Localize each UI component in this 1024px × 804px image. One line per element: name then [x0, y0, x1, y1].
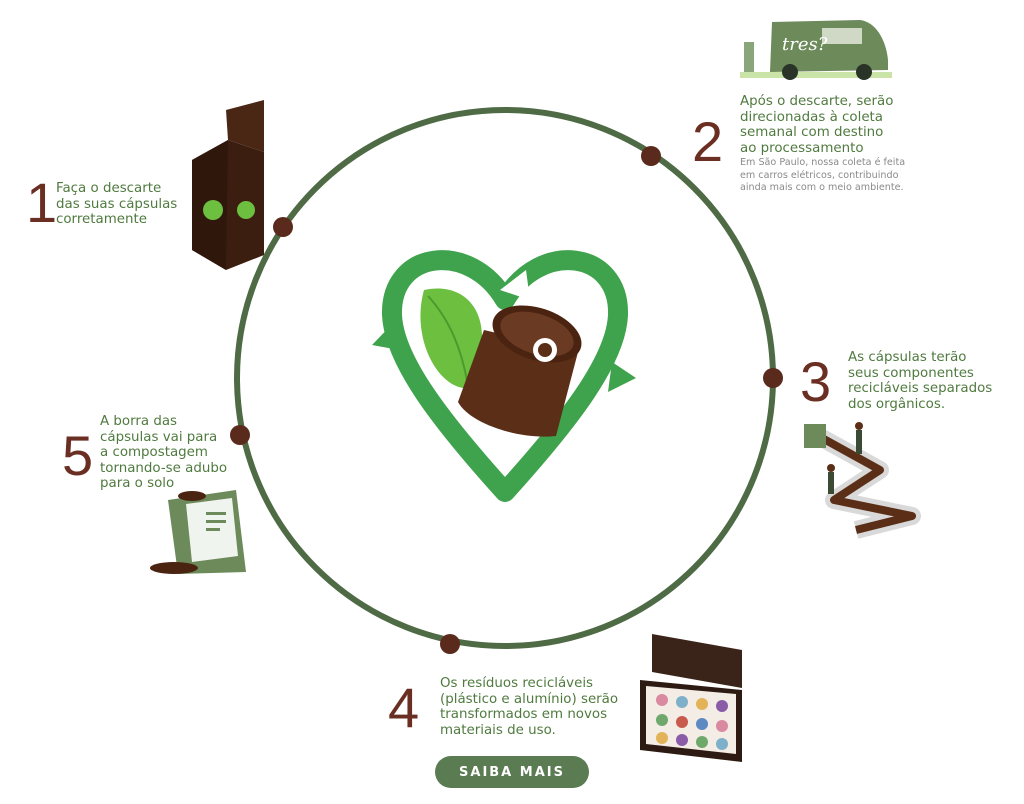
step-3-number: 3	[800, 350, 832, 413]
van-logo-text: tres?	[782, 34, 828, 55]
saiba-mais-button[interactable]: SAIBA MAIS	[435, 756, 589, 788]
step-4-number: 4	[388, 676, 420, 739]
capsule-product-box-image	[640, 634, 742, 762]
step-1-number: 1	[26, 171, 58, 234]
heart-recycle-icon	[372, 250, 636, 502]
disposal-box-image	[192, 100, 264, 270]
electric-van-image: tres?	[740, 20, 892, 80]
step-2-note: Em São Paulo, nossa coleta é feita em ca…	[740, 157, 906, 193]
compost-bag-image	[150, 490, 246, 574]
step-2-number: 2	[692, 110, 724, 173]
step-5-number: 5	[62, 424, 94, 487]
step-4-dot	[440, 634, 460, 654]
step-4-text: Os resíduos recicláveis (plástico e alum…	[440, 676, 619, 738]
leaf-icon	[420, 288, 483, 389]
step-5-dot	[230, 425, 250, 445]
step-3-dot	[763, 368, 783, 388]
coffee-capsule-icon	[458, 305, 582, 437]
step-1-text: Faça o descarte das suas cápsulas corret…	[56, 181, 178, 228]
step-2-dot	[641, 146, 661, 166]
conveyor-belt-image	[804, 422, 921, 539]
step-5-text: A borra das cápsulas vai para a composta…	[100, 414, 228, 492]
step-3-text: As cápsulas terão seus componentes recic…	[848, 350, 993, 412]
step-2-text: Após o descarte, serão direcionadas à co…	[740, 94, 894, 156]
step-1-dot	[273, 217, 293, 237]
